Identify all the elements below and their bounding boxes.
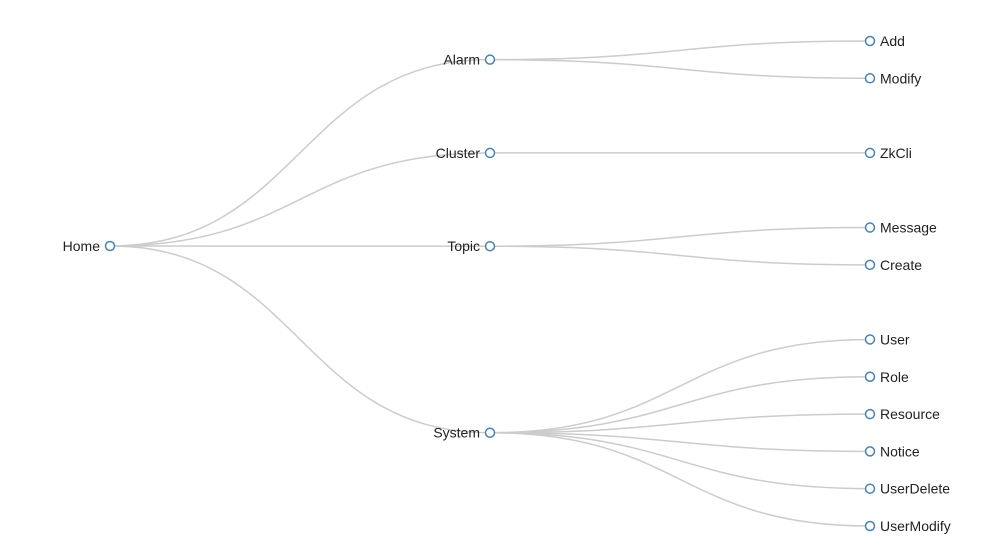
node-label[interactable]: Home xyxy=(63,238,101,254)
node-label[interactable]: Notice xyxy=(880,443,920,459)
node-circle-icon[interactable] xyxy=(484,427,496,438)
node-home[interactable]: Home xyxy=(63,238,116,254)
node-label[interactable]: UserDelete xyxy=(880,481,950,497)
node-modify[interactable]: Modify xyxy=(864,70,922,86)
node-system[interactable]: System xyxy=(433,425,496,441)
node-circle-icon[interactable] xyxy=(484,147,496,159)
links-layer xyxy=(109,40,871,527)
node-label[interactable]: Modify xyxy=(880,70,921,86)
node-circle-icon[interactable] xyxy=(484,54,496,65)
link-system-to-notice xyxy=(489,431,871,453)
node-circle-icon[interactable] xyxy=(864,259,876,271)
node-label[interactable]: Cluster xyxy=(436,145,481,161)
node-label[interactable]: Create xyxy=(880,257,922,273)
node-label[interactable]: Alarm xyxy=(443,52,480,68)
node-resource[interactable]: Resource xyxy=(864,406,941,422)
link-system-to-resource xyxy=(489,413,871,434)
link-home-to-system xyxy=(109,245,491,434)
node-label[interactable]: System xyxy=(433,425,480,441)
link-alarm-to-add xyxy=(489,40,871,61)
node-circle-icon[interactable] xyxy=(864,334,876,345)
link-alarm-to-modify xyxy=(489,58,871,80)
node-topic[interactable]: Topic xyxy=(447,238,496,254)
node-add[interactable]: Add xyxy=(864,33,905,49)
node-circle-icon[interactable] xyxy=(484,240,496,252)
node-label[interactable]: Message xyxy=(880,220,937,236)
link-system-to-role xyxy=(489,376,871,434)
link-system-to-user-delete xyxy=(489,431,871,490)
node-label[interactable]: UserModify xyxy=(880,518,951,534)
node-message[interactable]: Message xyxy=(864,220,938,236)
link-system-to-user xyxy=(489,338,871,434)
node-label[interactable]: Resource xyxy=(880,406,940,422)
node-zk-cli[interactable]: ZkCli xyxy=(864,145,912,161)
link-topic-to-create xyxy=(489,245,871,266)
node-create[interactable]: Create xyxy=(864,257,923,273)
link-home-to-alarm xyxy=(109,58,491,247)
link-home-to-cluster xyxy=(109,152,491,247)
node-circle-icon[interactable] xyxy=(104,240,116,252)
node-circle-icon[interactable] xyxy=(864,408,876,420)
link-topic-to-message xyxy=(489,226,871,247)
node-role[interactable]: Role xyxy=(864,369,910,385)
node-label[interactable]: ZkCli xyxy=(880,145,912,161)
node-cluster[interactable]: Cluster xyxy=(436,145,496,161)
node-label[interactable]: Topic xyxy=(447,238,480,254)
node-label[interactable]: Role xyxy=(880,369,909,385)
node-user-delete[interactable]: UserDelete xyxy=(864,481,951,497)
node-circle-icon[interactable] xyxy=(864,483,876,494)
node-label[interactable]: User xyxy=(880,331,910,347)
node-user[interactable]: User xyxy=(864,331,910,347)
node-circle-icon[interactable] xyxy=(864,371,876,383)
node-circle-icon[interactable] xyxy=(864,147,876,159)
link-system-to-user-modify xyxy=(489,431,871,527)
node-circle-icon[interactable] xyxy=(864,35,876,47)
node-circle-icon[interactable] xyxy=(864,520,876,532)
node-circle-icon[interactable] xyxy=(864,73,876,84)
node-alarm[interactable]: Alarm xyxy=(443,52,496,68)
node-user-modify[interactable]: UserModify xyxy=(864,518,951,534)
node-notice[interactable]: Notice xyxy=(864,443,920,459)
node-circle-icon[interactable] xyxy=(864,446,876,457)
node-circle-icon[interactable] xyxy=(864,222,876,233)
node-label[interactable]: Add xyxy=(880,33,905,49)
